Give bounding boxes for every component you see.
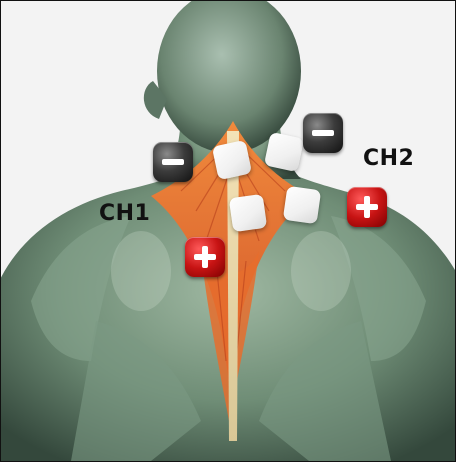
electrode-pad-ch2-top [264,132,304,172]
minus-icon [303,113,343,153]
electrode-pad-ch1-top [212,140,252,180]
left-scapula-highlight [111,231,171,311]
electrode-pad-ch2-bottom [283,186,321,224]
plus-icon [185,237,225,277]
minus-icon [153,142,193,182]
plus-icon [347,187,387,227]
electrode-pad-ch1-bottom [229,194,267,232]
channel-2-label: CH2 [363,146,414,171]
right-scapula-highlight [291,231,351,311]
channel-1-label: CH1 [99,201,150,226]
